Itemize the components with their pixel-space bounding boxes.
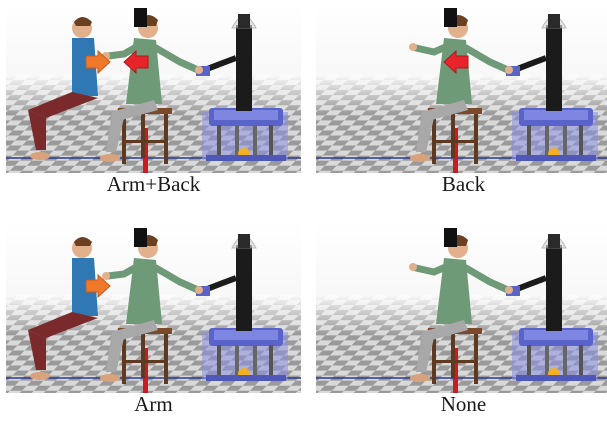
panel-arm-back: Arm+Back xyxy=(6,0,301,196)
scene-none-image xyxy=(316,220,607,393)
panel-caption: Back xyxy=(441,172,486,196)
scene-back-image xyxy=(316,0,607,173)
scene-arm-back-image xyxy=(6,0,301,173)
panel-none: None xyxy=(316,220,607,416)
scene-arm-image xyxy=(6,220,301,393)
panel-caption: None xyxy=(440,392,487,416)
panel-caption: Arm+Back xyxy=(106,172,201,196)
panel-caption: Arm xyxy=(134,392,173,416)
panel-arm: Arm xyxy=(6,220,301,416)
panel-back: Back xyxy=(316,0,607,196)
